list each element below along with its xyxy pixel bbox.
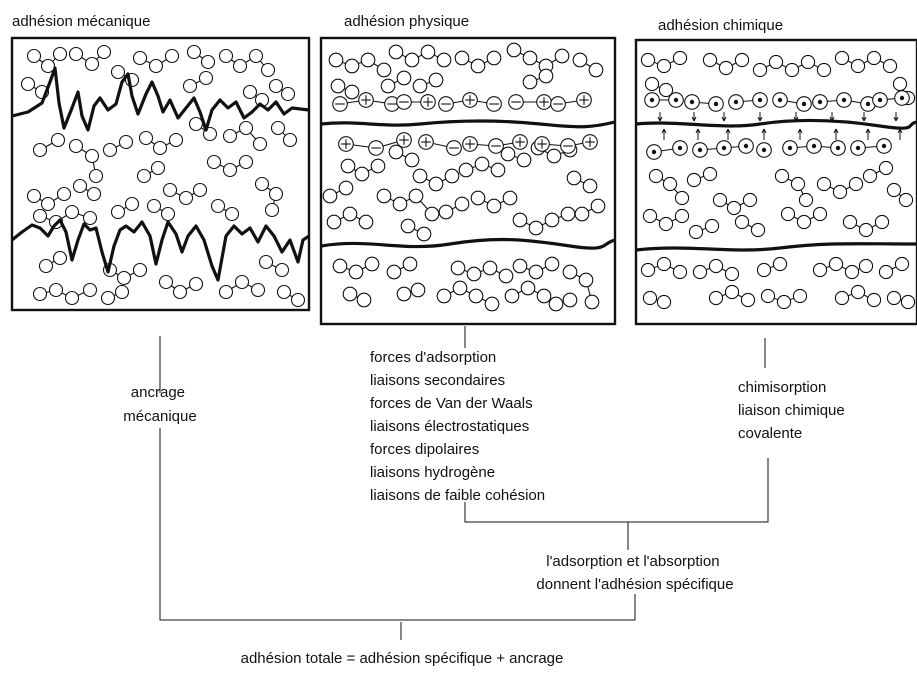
interface-physical-bottom	[320, 237, 616, 250]
label-adhesion-totale: adhésion totale = adhésion spécifique + …	[241, 650, 564, 667]
connector-lines	[159, 326, 769, 640]
label-ancrage-mecanique: ancrage mécanique	[123, 384, 196, 425]
title-adhesion-physique: adhésion physique	[344, 13, 469, 30]
molecule-network-chemical	[640, 50, 916, 310]
interface-chemical-bottom	[635, 242, 917, 252]
label-forces-list: forces d'adsorption liaisons secondaires…	[370, 349, 545, 504]
panel-mechanical	[10, 36, 311, 312]
connector-ancrage-bracket	[159, 428, 636, 621]
interface-physical-top	[320, 119, 616, 129]
panel-chemical-frame	[634, 38, 917, 326]
interface-mechanical-top	[11, 66, 310, 132]
interface-chemical-top	[635, 118, 917, 130]
panel-physical	[319, 36, 617, 326]
label-adhesion-specifique: l'adsorption et l'absorption donnent l'a…	[536, 553, 733, 593]
label-chimisorption: chimisorption liaison chimique covalente	[738, 379, 849, 442]
title-adhesion-mecanique: adhésion mécanique	[12, 13, 150, 30]
connector-spec-bracket	[464, 458, 769, 523]
interface-mechanical-bottom	[11, 218, 310, 282]
title-adhesion-chimique: adhésion chimique	[658, 17, 783, 34]
panel-chemical	[634, 38, 917, 326]
molecule-network-physical	[322, 42, 606, 312]
